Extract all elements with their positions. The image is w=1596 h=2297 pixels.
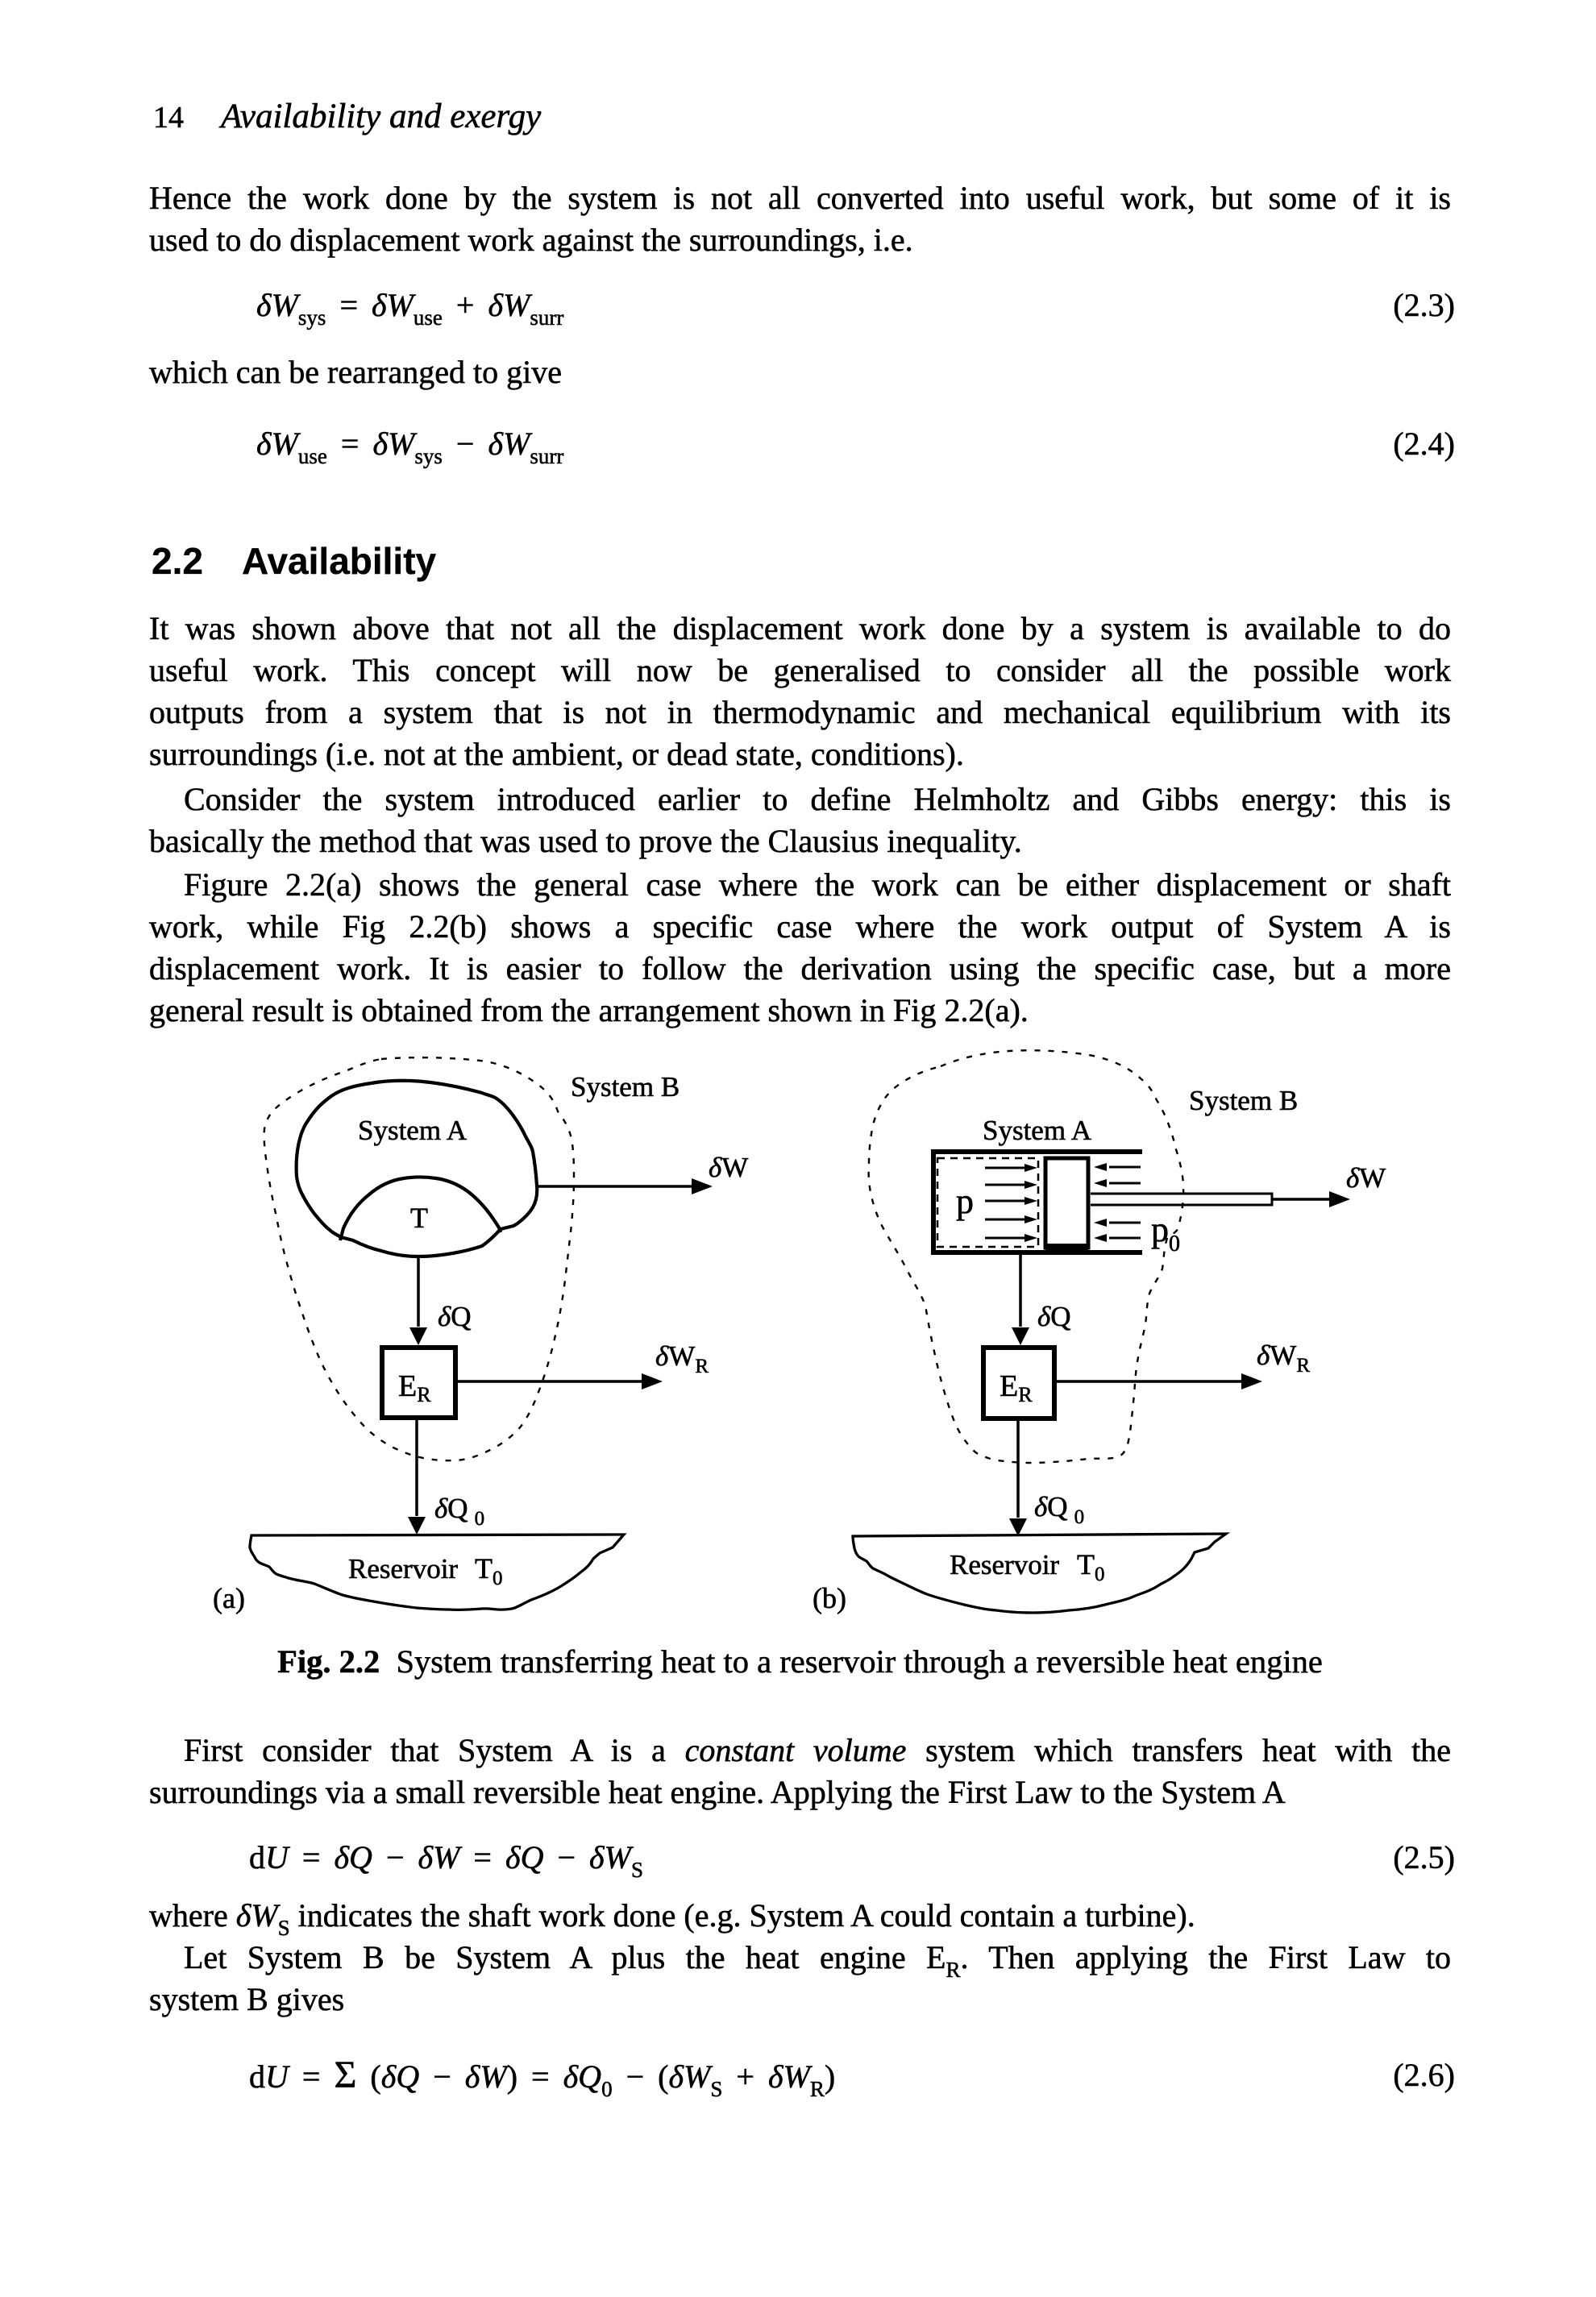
svg-text:Reservoir: Reservoir	[348, 1553, 458, 1585]
svg-text:δQ0: δQ0	[434, 1493, 484, 1530]
svg-text:δW: δW	[709, 1152, 748, 1183]
svg-text:(a): (a)	[213, 1582, 245, 1614]
svg-text:System A: System A	[358, 1115, 468, 1146]
svg-text:δWR: δWR	[1257, 1340, 1310, 1377]
svg-text:T: T	[410, 1202, 428, 1234]
svg-text:T0: T0	[1077, 1548, 1105, 1585]
svg-text:δW: δW	[1346, 1162, 1386, 1194]
svg-text:System B: System B	[1189, 1085, 1298, 1116]
svg-text:Reservoir: Reservoir	[950, 1549, 1059, 1580]
svg-text:p: p	[956, 1182, 974, 1221]
svg-text:δQ: δQ	[438, 1301, 472, 1332]
svg-text:(b): (b)	[813, 1582, 846, 1614]
svg-text:δQ: δQ	[1037, 1301, 1071, 1332]
svg-text:System A: System A	[983, 1115, 1092, 1146]
svg-text:δQ0: δQ0	[1034, 1491, 1084, 1528]
svg-text:δWR: δWR	[655, 1340, 709, 1377]
svg-text:System B: System B	[571, 1071, 680, 1103]
svg-text:T0: T0	[475, 1552, 503, 1589]
svg-text:p0: p0	[1151, 1210, 1180, 1256]
